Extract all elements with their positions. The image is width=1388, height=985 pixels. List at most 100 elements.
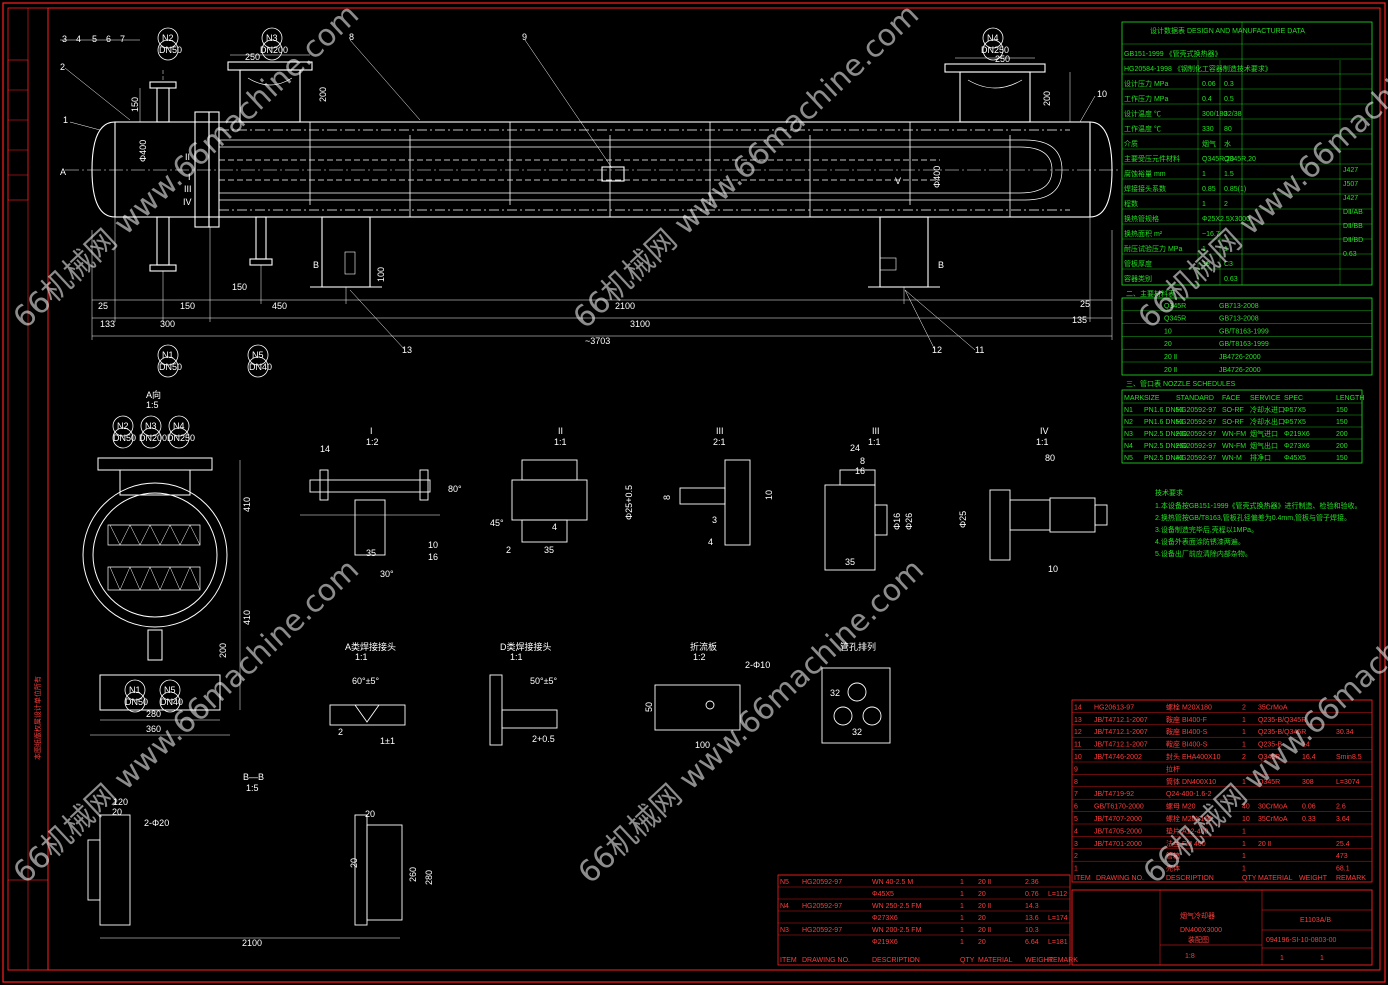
shell-flange bbox=[208, 111, 220, 228]
table-cell: 35CrMoA bbox=[1258, 704, 1288, 711]
svg-text:E1103A/B: E1103A/B bbox=[1300, 917, 1331, 924]
svg-text:N2: N2 bbox=[162, 33, 174, 43]
table-header-cell: REMARK bbox=[1048, 957, 1078, 964]
table-cell: Φ219X6 bbox=[872, 939, 898, 946]
table-cell: 排净口 bbox=[1250, 453, 1271, 462]
svg-text:200: 200 bbox=[218, 643, 228, 658]
svg-text:3.设备制造完毕后,壳程以1MPa。: 3.设备制造完毕后,壳程以1MPa。 bbox=[1155, 525, 1258, 534]
svg-text:150: 150 bbox=[180, 301, 195, 311]
table-cell: 68.1 bbox=[1336, 866, 1350, 873]
svg-text:折流板: 折流板 bbox=[690, 641, 717, 652]
table-cell: 1 bbox=[960, 891, 964, 898]
table-cell: WN-M bbox=[1222, 455, 1242, 462]
svg-text:32: 32 bbox=[852, 727, 862, 737]
svg-text:烟气冷却器: 烟气冷却器 bbox=[1180, 911, 1215, 920]
table-cell: 容器类别 bbox=[1124, 274, 1152, 283]
svg-text:25: 25 bbox=[98, 301, 108, 311]
svg-text:N4: N4 bbox=[173, 421, 185, 431]
shell-body bbox=[114, 121, 1091, 218]
table-cell: 80 bbox=[1224, 126, 1232, 133]
table-cell: N3 bbox=[1124, 431, 1133, 438]
table-cell: 工作温度 ℃ bbox=[1124, 124, 1161, 133]
table-cell: PN1.6 DN50 bbox=[1144, 419, 1183, 426]
table-cell: 1 bbox=[1242, 779, 1246, 786]
table-cell: 1 bbox=[1202, 246, 1206, 253]
table-cell: 14 bbox=[1302, 742, 1310, 749]
svg-text:B: B bbox=[938, 260, 944, 270]
tag-n2-main: N2 DN50 bbox=[157, 27, 182, 61]
table-cell: 2.6 bbox=[1336, 804, 1346, 811]
table-cell: 9 bbox=[1074, 766, 1078, 773]
table-cell: 32/38 bbox=[1224, 111, 1242, 118]
svg-text:10: 10 bbox=[764, 490, 774, 500]
table-cell: 0.3 bbox=[1224, 81, 1234, 88]
svg-text:20: 20 bbox=[365, 809, 375, 819]
table-cell: Q235-B/Q345R bbox=[1258, 717, 1306, 724]
table-cell: HG20584-1998 《钢制化工容器制造技术要求》 bbox=[1124, 64, 1272, 73]
table-header-cell: STANDARD bbox=[1176, 395, 1214, 402]
table-cell: N1 bbox=[1124, 407, 1133, 414]
svg-text:094196-SI-10-0803-00: 094196-SI-10-0803-00 bbox=[1266, 937, 1337, 944]
table-cell: 14.3 bbox=[1025, 903, 1039, 910]
table-cell: 垫片 A12-400 bbox=[1166, 826, 1209, 835]
table-cell: N2 bbox=[1124, 419, 1133, 426]
table-cell: GB/T8163-1999 bbox=[1219, 328, 1269, 335]
svg-text:DN250: DN250 bbox=[981, 45, 1009, 55]
main-elevation bbox=[60, 39, 1120, 351]
svg-text:DN40: DN40 bbox=[160, 697, 183, 707]
detail-iii-a: III 2:1 8 3 4 10 bbox=[662, 426, 774, 547]
svg-text:DN50: DN50 bbox=[125, 697, 148, 707]
table-header-cell: ITEM bbox=[780, 957, 797, 964]
table-cell: 1 bbox=[1242, 853, 1246, 860]
table-cell: 0.76 bbox=[1025, 891, 1039, 898]
table-cell: WN 40-2.5 M bbox=[872, 879, 913, 886]
table-cell: 封头 EHA400X10 bbox=[1166, 752, 1221, 761]
svg-text:410: 410 bbox=[242, 610, 252, 625]
svg-text:2100: 2100 bbox=[615, 301, 635, 311]
table-cell: Q345R bbox=[1258, 754, 1280, 761]
svg-text:DN250: DN250 bbox=[167, 433, 195, 443]
table-cell: Φ273X6 bbox=[872, 915, 898, 922]
table-cell: 150 bbox=[1336, 455, 1348, 462]
nozzle-n5 bbox=[249, 216, 273, 266]
svg-text:10: 10 bbox=[1048, 564, 1058, 574]
table-cell: 12 bbox=[1074, 729, 1082, 736]
table-header-cell: DESCRIPTION bbox=[1166, 875, 1214, 882]
svg-text:三、管口表 NOZZLE SCHEDULES: 三、管口表 NOZZLE SCHEDULES bbox=[1126, 379, 1236, 388]
table-cell: 焊接接头系数 bbox=[1124, 184, 1166, 193]
table-cell: Q345R bbox=[1164, 316, 1186, 323]
table-cell: 腐蚀裕量 mm bbox=[1124, 169, 1166, 178]
svg-text:1:1: 1:1 bbox=[554, 437, 567, 447]
svg-text:A类焊接接头: A类焊接接头 bbox=[345, 641, 396, 652]
table-cell: 1 bbox=[1242, 841, 1246, 848]
table-header-cell: ITEM bbox=[1074, 875, 1091, 882]
table-cell: JB/T4746-2002 bbox=[1094, 754, 1142, 761]
table-header-cell: WEIGHT bbox=[1299, 875, 1328, 882]
table-cell: GB713-2008 bbox=[1219, 316, 1259, 323]
table-cell: 0.06 bbox=[1302, 804, 1316, 811]
table-cell: 1 bbox=[1242, 717, 1246, 724]
svg-text:III: III bbox=[716, 426, 724, 436]
table-cell: 0.63 bbox=[1224, 276, 1238, 283]
table-cell: 330 bbox=[1202, 126, 1214, 133]
table-header-cell: QTY bbox=[960, 957, 975, 964]
table-cell: N3 bbox=[780, 927, 789, 934]
svg-text:32: 32 bbox=[830, 688, 840, 698]
table-cell: 10 bbox=[1164, 328, 1172, 335]
baffle-detail: 折流板 1:2 50 100 2-Φ10 bbox=[644, 641, 770, 750]
table-cell: HG20592-97 bbox=[1176, 431, 1216, 438]
svg-text:二、主要材料表: 二、主要材料表 bbox=[1126, 289, 1175, 298]
left-head bbox=[91, 121, 116, 218]
table-header-cell: SERVICE bbox=[1250, 395, 1281, 402]
table-cell: 0.85(1) bbox=[1224, 186, 1246, 193]
svg-text:IV: IV bbox=[183, 197, 192, 207]
table-cell: JB4726-2000 bbox=[1219, 354, 1261, 361]
svg-text:200: 200 bbox=[318, 87, 328, 102]
table-cell: JB/T4712.1-2007 bbox=[1094, 717, 1148, 724]
table-header-cell: SPEC bbox=[1284, 395, 1303, 402]
svg-text:I: I bbox=[370, 426, 373, 436]
svg-text:1:2: 1:2 bbox=[693, 652, 706, 662]
svg-text:1:1: 1:1 bbox=[1036, 437, 1049, 447]
